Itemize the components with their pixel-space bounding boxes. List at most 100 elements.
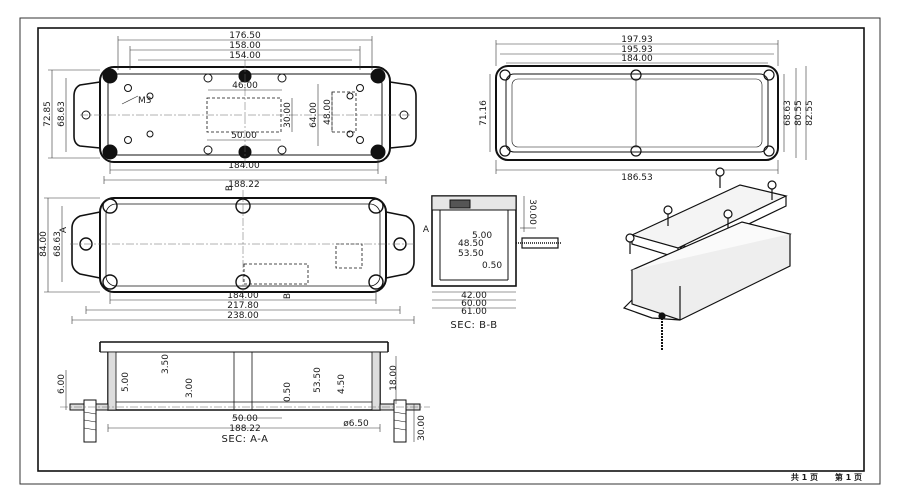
corner-screw-hole: [499, 145, 511, 157]
corner-screw-hole: [370, 144, 386, 160]
bottom-view-right-flange: [385, 211, 415, 279]
dim-label: 184.00: [228, 161, 260, 171]
dim-label: 30.00: [527, 199, 537, 225]
section-bb: [431, 195, 562, 287]
dim-label: 4.50: [337, 374, 347, 394]
dim-label: 50.00: [232, 414, 258, 424]
dim-label: 176.50: [229, 31, 261, 41]
top-view-dim-labels: 176.50 158.00 154.00 46.00 50.00 184.00 …: [43, 31, 333, 190]
dim-label: 61.00: [461, 307, 487, 317]
section-marker: B: [225, 185, 235, 191]
mount-hole: [203, 73, 213, 83]
dim-label: 82.55: [805, 100, 815, 126]
section-aa-wall: [107, 351, 117, 411]
dim-label: 188.22: [229, 424, 261, 434]
pcb-outline: [335, 243, 363, 269]
mount-hole: [277, 73, 287, 83]
section-aa: [60, 341, 430, 443]
corner-hole: [368, 198, 384, 214]
mount-hole: [124, 136, 132, 144]
corner-screw-hole: [499, 69, 511, 81]
corner-screw-hole: [763, 145, 775, 157]
bottom-view-dim-labels: 184.00 217.80 238.00 84.00 68.63 B B A: [39, 185, 293, 321]
bottom-view-dimensions: [44, 197, 415, 324]
thread-label: M3: [138, 96, 152, 106]
base-outer: [495, 65, 779, 161]
iso-base-flange: [622, 299, 681, 321]
dim-label: 84.00: [39, 231, 49, 257]
dim-label: 60.00: [461, 299, 487, 309]
corner-screw-hole: [102, 144, 118, 160]
corner-hole: [102, 274, 118, 290]
dim-label: 186.53: [621, 173, 653, 183]
dim-label: 72.85: [43, 101, 53, 127]
page-total: 共 1 页: [791, 472, 818, 482]
section-bb-dimensions: [432, 196, 536, 309]
top-view-right-flange: [389, 81, 417, 149]
dim-label: 0.50: [283, 382, 293, 402]
mount-hole: [346, 130, 354, 138]
top-view-dimensions: [48, 36, 387, 184]
iso-lid-screws: [625, 167, 777, 266]
corner-hole: [368, 274, 384, 290]
dim-label: 48.00: [323, 99, 333, 125]
page-current: 第 1 页: [835, 472, 862, 482]
inner-frame: [37, 27, 865, 472]
mount-hole: [277, 145, 287, 155]
center-screw-hole: [630, 145, 642, 157]
bottom-view: [70, 190, 416, 300]
dim-label: 197.93: [621, 35, 653, 45]
cable-gland: [521, 237, 559, 249]
pcb-outline: [243, 263, 309, 285]
mount-hole: [146, 130, 154, 138]
hole-label: ø6.50: [343, 419, 369, 429]
mount-hole: [146, 92, 154, 100]
top-view-left-flange: [73, 81, 101, 149]
dim-label: 68.63: [783, 100, 793, 126]
dim-label: 5.00: [472, 231, 492, 241]
section-aa-wall: [371, 351, 381, 411]
iso-gland: [658, 312, 666, 320]
top-view: [73, 60, 417, 168]
dim-label: 188.22: [228, 180, 260, 190]
mount-hole: [203, 145, 213, 155]
corner-screw-hole: [370, 68, 386, 84]
bottom-view-left-flange: [71, 211, 101, 279]
screw-boss: [449, 199, 471, 209]
corner-hole: [102, 198, 118, 214]
dim-label: 3.00: [185, 378, 195, 398]
mount-hole: [124, 84, 132, 92]
mount-hole: [356, 84, 364, 92]
dim-label: 80.55: [794, 100, 804, 126]
section-bb-lid: [431, 195, 517, 211]
dim-label: 50.00: [231, 131, 257, 141]
dim-label: 195.93: [621, 45, 653, 55]
mount-hole: [346, 92, 354, 100]
dim-label: 71.16: [479, 100, 489, 126]
dim-label: 30.00: [283, 102, 293, 128]
mount-hole: [356, 136, 364, 144]
dim-label: 68.63: [53, 231, 63, 257]
dim-label: 53.50: [313, 367, 323, 393]
dim-label: 217.80: [227, 301, 259, 311]
dim-label: 184.00: [227, 291, 259, 301]
dim-label: 5.00: [121, 372, 131, 392]
outer-frame: [19, 17, 881, 485]
section-bb-labels: 30.00 5.00 48.50 53.50 0.50 42.00 60.00 …: [423, 199, 537, 331]
dim-label: 238.00: [227, 311, 259, 321]
corner-screw-hole: [102, 68, 118, 84]
dim-label: 6.00: [57, 374, 67, 394]
dim-label: 64.00: [309, 102, 319, 128]
dim-label: 18.00: [389, 365, 399, 391]
base-inner: [505, 73, 769, 153]
top-right-dimensions: [489, 40, 807, 174]
top-right-dim-labels: 197.93 195.93 184.00 186.53 71.16 68.63 …: [479, 35, 815, 183]
section-aa-title: SEC: A-A: [221, 434, 268, 445]
dim-label: 30.00: [417, 415, 427, 441]
corner-screw-hole: [763, 69, 775, 81]
section-arrow-label: A: [423, 225, 430, 235]
dim-label: 68.63: [57, 101, 67, 127]
dim-label: 48.50: [458, 239, 484, 249]
dim-label: 42.00: [461, 291, 487, 301]
